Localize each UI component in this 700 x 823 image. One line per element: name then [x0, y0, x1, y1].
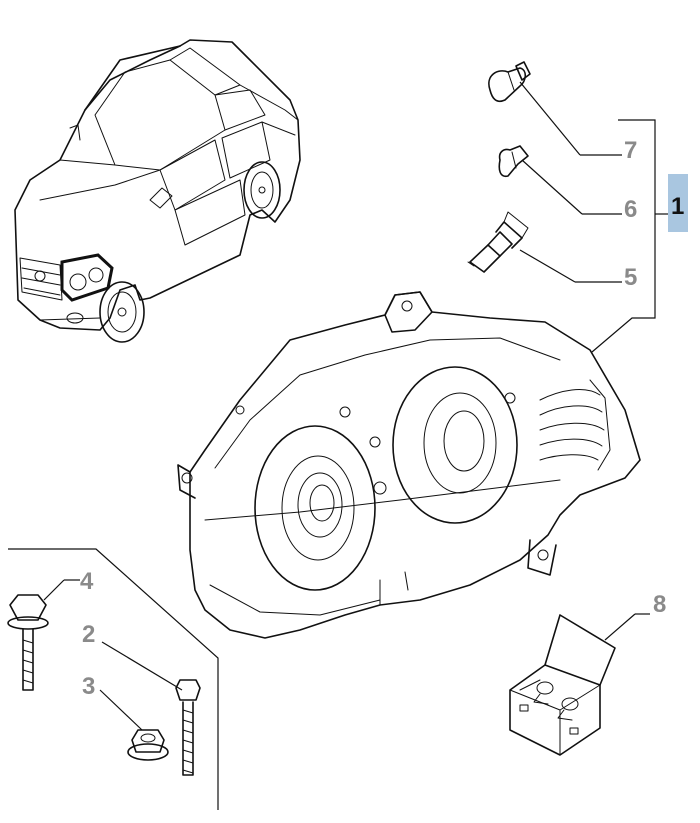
bulb-h7-illustration: 5	[467, 211, 637, 291]
callout-1-bracket: 1	[591, 119, 688, 353]
bulb-kit-box-illustration: 8	[509, 591, 666, 756]
callout-3-label: 3	[82, 673, 95, 700]
callout-4-label: 4	[80, 568, 94, 595]
flange-bolt-illustration: 4	[7, 568, 94, 691]
vehicle-illustration	[14, 39, 301, 343]
callout-6-label: 6	[624, 196, 637, 223]
bulb-w5w-illustration: 6	[498, 145, 637, 223]
headlamp-assembly-illustration	[177, 291, 641, 639]
callout-2-label: 2	[82, 621, 95, 648]
callout-1-label: 1	[671, 193, 684, 220]
callout-5-label: 5	[624, 264, 637, 291]
bulb-p21w-illustration: 7	[488, 61, 637, 164]
callout-7-label: 7	[624, 137, 637, 164]
flange-nut-illustration: 3	[82, 673, 169, 761]
callout-1-highlight	[668, 174, 688, 232]
hardware-bracket	[8, 548, 219, 810]
hex-screw-illustration: 2	[82, 621, 201, 776]
callout-8-label: 8	[653, 591, 666, 618]
